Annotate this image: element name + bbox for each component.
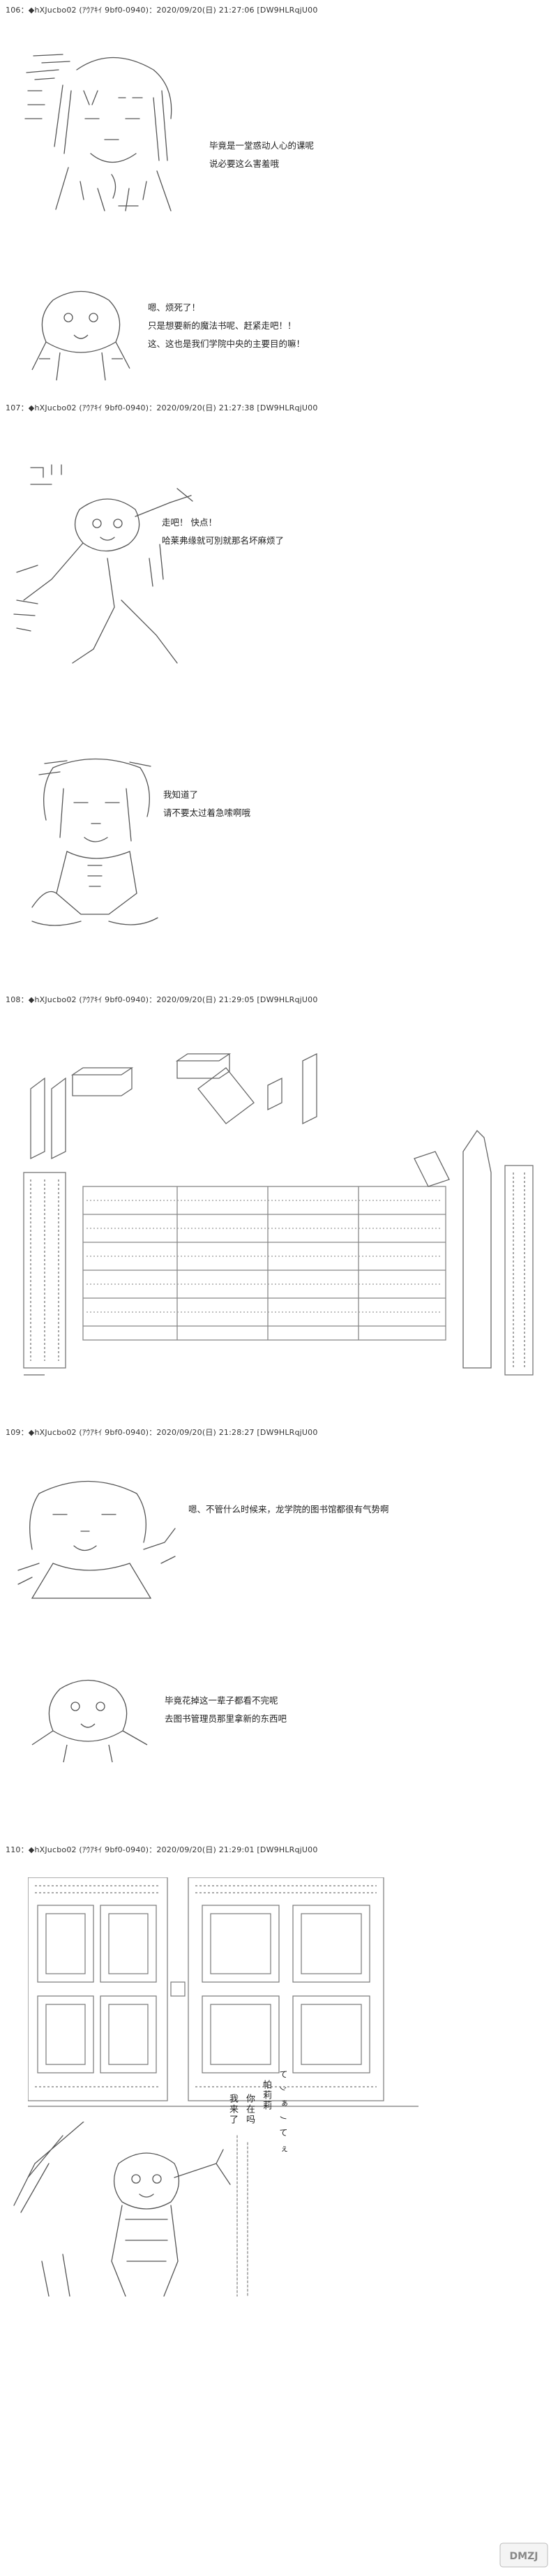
vertical-text-group: [230, 2066, 231, 2067]
dialog-109-a: 嗯、不管什么时候来，龙学院的图书馆都很有气势啊: [188, 1501, 389, 1519]
ascii-art-doors-110: [28, 1877, 418, 2108]
watermark-text: DMZJ: [510, 2551, 538, 2562]
ascii-art-knocking-110: [7, 2122, 272, 2303]
dialog-line: 嗯、烦死了！: [148, 302, 201, 313]
vertical-line-1: 帕莉莉: [261, 2080, 271, 2111]
sfx-char: ぇ: [278, 2145, 288, 2157]
dialog-107-a: 走吧！ 快点！ 哈莱弗缘就可別就那名坏麻烦了: [162, 514, 284, 550]
dialog-line: 嗯、不管什么时候来，龙学院的图书馆都很有气势啊: [188, 1504, 389, 1514]
dialog-line: 毕竟花掉这一辈子都看不完呢: [165, 1695, 278, 1706]
sfx-char: ﾝ: [278, 2086, 288, 2094]
ascii-art-girl-109: [11, 1473, 179, 1612]
post-header-109: 109：◆hXJucbo02 (ｱｳｱｷｲ 9bf0-0940)：2020/09…: [6, 1428, 318, 1437]
ascii-art-mascot-109: [25, 1675, 151, 1766]
dialog-line: 毕竟是一堂惑动人心的课呢: [209, 140, 315, 151]
dialog-109-b: 毕竟花掉这一辈子都看不完呢 去图书管理员那里拿新的东西吧: [165, 1692, 287, 1728]
dialog-line: 哈莱弗缘就可別就那名坏麻烦了: [162, 535, 285, 546]
dialog-line: 这、这也是我们学院中央的主要目的嘛！: [148, 338, 306, 349]
post-header-108: 108：◆hXJucbo02 (ｱｳｱｷｲ 9bf0-0940)：2020/09…: [6, 995, 318, 1004]
vertical-line-3: 我来了: [227, 2094, 238, 2125]
sfx-char: て: [278, 2070, 288, 2081]
sfx-char: ぁ: [278, 2099, 288, 2110]
dialog-line: 请不要太过着急嗦啊哦: [163, 807, 251, 818]
dialog-106-b: 嗯、烦死了！ 只是想要新的魔法书呢、赶紧走吧！！ 这、这也是我们学院中央的主要目…: [148, 299, 305, 353]
post-header-107: 107：◆hXJucbo02 (ｱｳｱｷｲ 9bf0-0940)：2020/09…: [6, 403, 318, 412]
ascii-art-girl-107: [25, 754, 165, 935]
ascii-art-mascot-106: [25, 286, 137, 384]
ascii-art-girl-106: [14, 49, 195, 216]
sound-effect-vertical: て ﾝ ぁ ﾉ て ぇ: [278, 2070, 289, 2156]
vertical-line-2: 你在吗: [244, 2094, 255, 2125]
watermark-logo: DMZJ: [499, 2543, 548, 2570]
dialog-line: 只是想要新的魔法书呢、赶紧走吧！！: [148, 320, 296, 331]
dialog-106-a: 毕竟是一堂惑动人心的课呢 说必要这么害羞哦: [209, 137, 314, 173]
dialog-107-b: 我知道了 请不要太过着急嗦啊哦: [163, 786, 250, 822]
ascii-art-library-sound-effect-108: [17, 1047, 547, 1382]
sfx-char: て: [278, 2128, 288, 2140]
post-header-110: 110：◆hXJucbo02 (ｱｳｱｷｲ 9bf0-0940)：2020/09…: [6, 1845, 318, 1854]
dialog-line: 说必要这么害羞哦: [209, 158, 280, 169]
dialog-line: 去图书管理员那里拿新的东西吧: [165, 1713, 287, 1724]
dialog-line: 我知道了: [163, 789, 199, 800]
sfx-char: ﾉ: [278, 2115, 288, 2123]
dialog-line: 走吧！ 快点！: [162, 517, 217, 528]
post-header-106: 106：◆hXJucbo02 (ｱｳｱｷｲ 9bf0-0940)：2020/09…: [6, 6, 318, 15]
ascii-art-running-107: [10, 461, 219, 670]
